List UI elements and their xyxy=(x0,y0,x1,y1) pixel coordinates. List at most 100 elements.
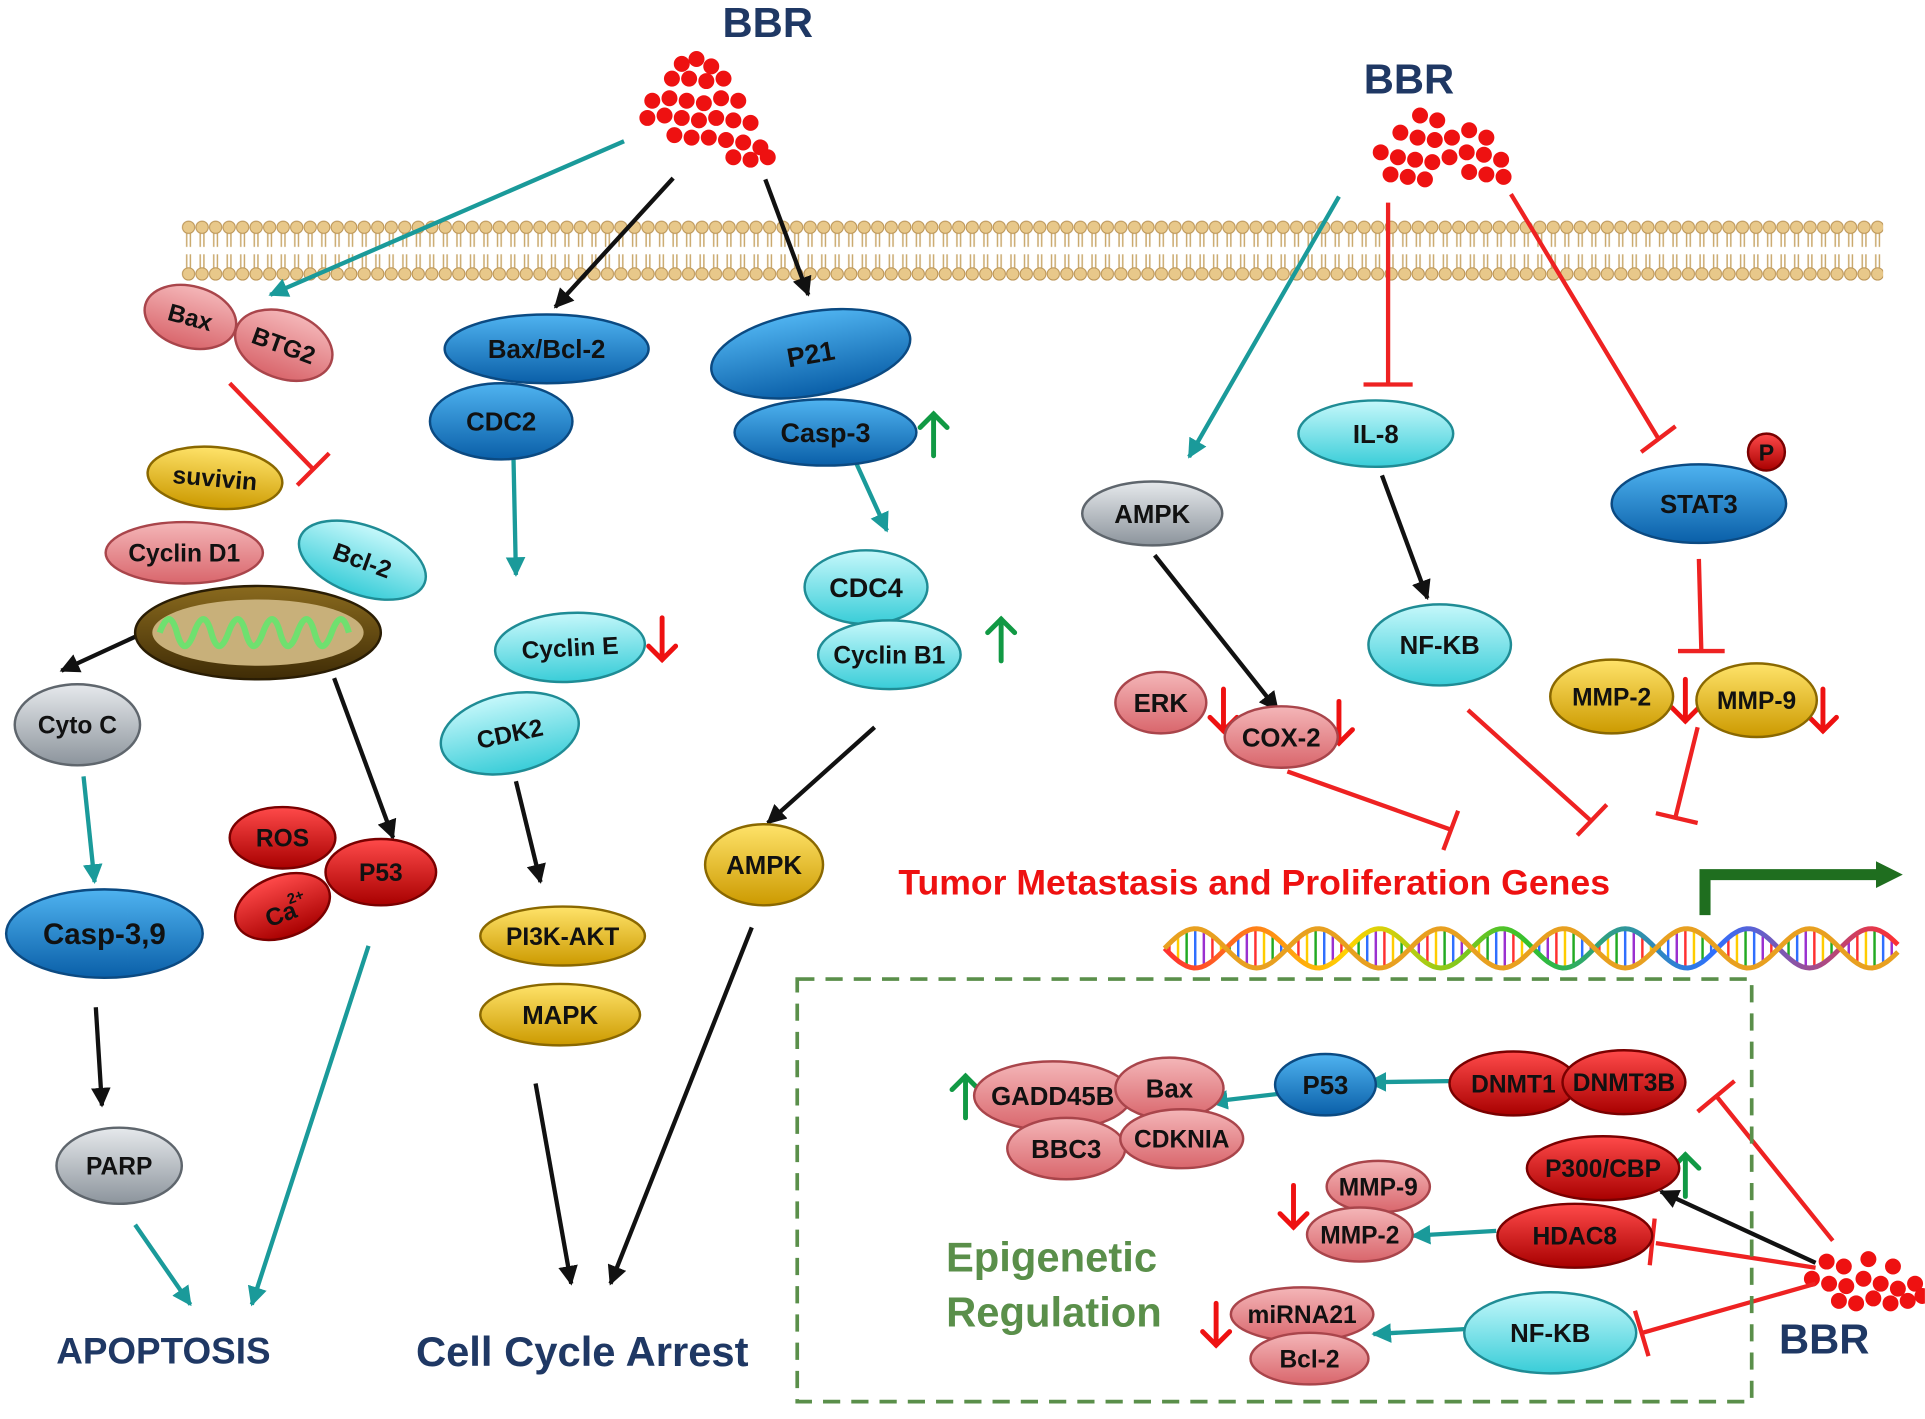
up-regulation-arrow xyxy=(917,410,950,459)
bbr-dot xyxy=(698,73,715,90)
mmp2-epi-label: MMP-2 xyxy=(1320,1222,1399,1249)
suvivin-node: suvivin xyxy=(146,445,284,511)
tumor-genes-label: Tumor Metastasis and Proliferation Genes xyxy=(898,862,1610,902)
down-regulation-arrow xyxy=(1200,1300,1233,1349)
bbr-dot xyxy=(1835,1258,1852,1275)
gadd45b-node: GADD45B xyxy=(972,1060,1133,1132)
bbr-dot xyxy=(639,109,656,126)
hdac8-label: HDAC8 xyxy=(1533,1224,1618,1251)
hdac8-node: HDAC8 xyxy=(1496,1202,1654,1269)
bbr-dot xyxy=(1461,163,1478,180)
bbr-dot xyxy=(1409,129,1426,146)
bbr-dot xyxy=(703,58,720,75)
bbr-dot xyxy=(730,92,747,109)
epigenetic-regulation-box xyxy=(795,977,1754,1404)
bbr-dot xyxy=(1407,151,1424,168)
bax-epi-label: Bax xyxy=(1146,1076,1194,1104)
bbr-dot xyxy=(1907,1275,1924,1292)
bbr-dot xyxy=(661,90,678,107)
casp3-label: Casp-3 xyxy=(780,418,870,448)
calcium-node xyxy=(233,871,332,942)
calcium-charge-label: 2+ xyxy=(285,887,306,908)
ros-node: ROS xyxy=(228,805,337,870)
down-regulation-arrow xyxy=(1277,1182,1310,1231)
bbr-dot xyxy=(1426,132,1443,149)
cyclin-d1-node: Cyclin D1 xyxy=(104,520,265,585)
bbr-dot xyxy=(700,129,717,146)
bbr-dot xyxy=(1392,124,1409,141)
cdk2-node: CDK2 xyxy=(439,691,580,776)
cell-membrane xyxy=(181,218,1884,283)
apoptosis-label: APOPTOSIS xyxy=(56,1331,270,1372)
bbr-dot xyxy=(1382,166,1399,183)
bbr-dot xyxy=(1872,1275,1889,1292)
bbc3-label: BBC3 xyxy=(1031,1136,1101,1164)
bbr-dot xyxy=(717,132,734,149)
bbr-dot xyxy=(695,95,712,112)
bbr-molecule-cluster xyxy=(1803,1251,1925,1312)
bbr-dot xyxy=(656,107,673,124)
cyto-c-label: Cyto C xyxy=(38,713,117,740)
gadd45b-label: GADD45B xyxy=(991,1083,1114,1111)
bbr-dot xyxy=(759,149,776,166)
bbc3-node: BBC3 xyxy=(1006,1116,1127,1181)
inhibition-arrows xyxy=(228,192,1835,1357)
cox2-label: COX-2 xyxy=(1242,724,1321,752)
ampk-meta-label: AMPK xyxy=(1114,501,1190,529)
bbr-molecule-cluster xyxy=(1372,107,1512,188)
bbr-dot xyxy=(1884,1258,1901,1275)
phospho-label: P xyxy=(1759,439,1775,465)
mitochondrion xyxy=(133,584,383,681)
bbr-dot xyxy=(1389,149,1406,166)
bbr-dot xyxy=(1914,1287,1925,1304)
mmp9-meta-label: MMP-9 xyxy=(1717,688,1796,715)
promoter-arrow xyxy=(1699,861,1903,916)
bbr-label-top-left: BBR xyxy=(723,0,813,46)
casp3-node: Casp-3 xyxy=(733,398,918,467)
dnmt1-label: DNMT1 xyxy=(1471,1071,1556,1098)
bbr-dot xyxy=(713,90,730,107)
mmp9-meta-node: MMP-9 xyxy=(1695,662,1819,739)
bbr-dot xyxy=(1478,129,1495,146)
bcl2-node: Bcl-2 xyxy=(297,519,428,601)
bbr-dot xyxy=(1855,1270,1872,1287)
casp39-label: Casp-3,9 xyxy=(43,918,166,951)
btg2-node: BTG2 xyxy=(233,308,334,383)
bbr-dot xyxy=(1848,1295,1865,1312)
cdc2-label: CDC2 xyxy=(466,409,536,437)
bbr-dot xyxy=(1416,171,1433,188)
bbr-dot xyxy=(1458,144,1475,161)
bax-bcl2-node: Bax/Bcl-2 xyxy=(443,313,650,385)
p21-node: P21 xyxy=(710,307,912,400)
bbr-molecule-cluster xyxy=(639,50,776,168)
bbr-dot xyxy=(666,127,683,144)
cyclin-e-node: Cyclin E xyxy=(493,611,647,684)
ampk-cycle-label: AMPK xyxy=(726,852,802,880)
activation-arrows-black xyxy=(59,176,1817,1286)
bbr-label-top-right: BBR xyxy=(1364,55,1454,102)
bbr-dot xyxy=(725,112,742,129)
stat3-node: STAT3 xyxy=(1610,463,1788,545)
up-regulation-arrow xyxy=(949,1072,982,1121)
bbr-dot xyxy=(1412,107,1429,124)
bax-bcl2-label: Bax/Bcl-2 xyxy=(488,336,606,364)
bbr-dot xyxy=(678,92,695,109)
nfkb-epi-node: NF-KB xyxy=(1463,1291,1638,1375)
cdknia-label: CDKNIA xyxy=(1134,1127,1230,1154)
bbr-dot xyxy=(1478,166,1495,183)
p53-epi-label: P53 xyxy=(1303,1072,1349,1100)
bbr-dot xyxy=(681,70,698,87)
mmp9-epi-label: MMP-9 xyxy=(1339,1174,1418,1201)
bax-node: Bax xyxy=(143,283,238,351)
down-regulation-arrow xyxy=(646,615,679,664)
bbr-dot xyxy=(1803,1270,1820,1287)
bbr-label-bottom-right: BBR xyxy=(1779,1316,1869,1363)
il8-node: IL-8 xyxy=(1297,399,1455,469)
bbr-dot xyxy=(1372,144,1389,161)
cyclin-b1-node: Cyclin B1 xyxy=(816,619,962,691)
casp39-node: Casp-3,9 xyxy=(4,888,204,980)
nfkb-epi-label: NF-KB xyxy=(1510,1320,1590,1348)
bbr-dot xyxy=(742,114,759,131)
phospho-node: P xyxy=(1746,432,1787,472)
